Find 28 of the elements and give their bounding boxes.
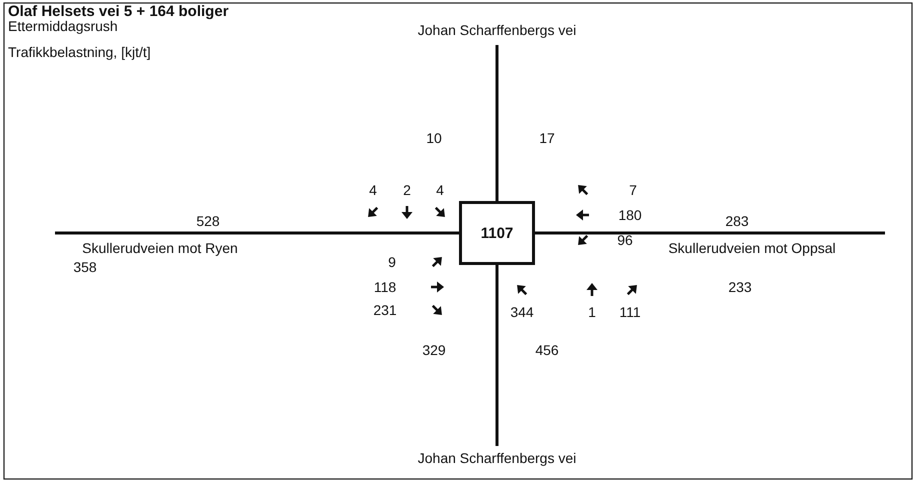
volume-number: 7: [629, 182, 637, 198]
volume-number: 1: [588, 304, 596, 320]
total-volume-box: 1107: [459, 201, 535, 265]
volume-number: 2: [403, 182, 411, 198]
volume-number: 4: [436, 182, 444, 198]
subtitle: Ettermiddagsrush: [8, 18, 118, 34]
volume-number: 358: [73, 259, 97, 275]
volume-number: 329: [422, 342, 446, 358]
volume-number: 344: [510, 304, 534, 320]
volume-number: 528: [196, 213, 220, 229]
volume-number: 180: [618, 207, 642, 223]
volume-number: 96: [617, 232, 633, 248]
volume-number: 118: [374, 279, 396, 295]
road-name: Johan Scharffenbergs vei: [418, 22, 576, 38]
volume-number: 456: [535, 342, 559, 358]
unit-note: Trafikkbelastning, [kjt/t]: [8, 44, 151, 60]
volume-number: 17: [539, 130, 555, 146]
diagram-title: Olaf Helsets vei 5 + 164 boliger: [8, 4, 229, 20]
volume-number: 4: [369, 182, 377, 198]
volume-number: 231: [373, 302, 397, 318]
road-name: Skullerudveien mot Oppsal: [668, 240, 836, 256]
volume-number: 233: [728, 279, 752, 295]
volume-number: 10: [426, 130, 442, 146]
volume-number: 111: [619, 304, 641, 320]
volume-number: 283: [725, 213, 749, 229]
road-name: Skullerudveien mot Ryen: [82, 240, 238, 256]
volume-number: 9: [388, 254, 396, 270]
road-name: Johan Scharffenbergs vei: [418, 450, 576, 466]
